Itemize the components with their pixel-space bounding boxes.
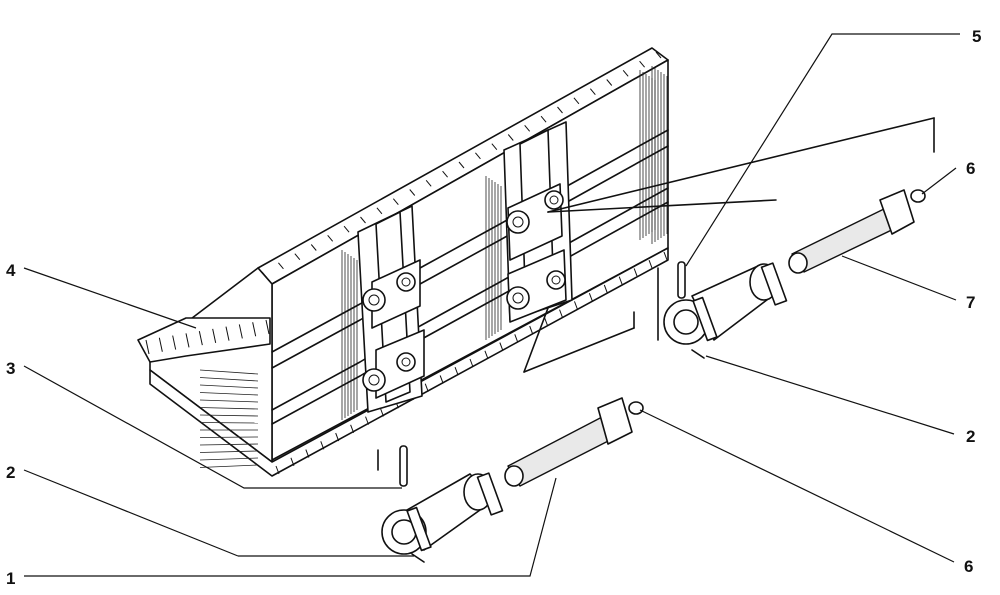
callout-6: 6 bbox=[966, 159, 975, 178]
callout-5: 5 bbox=[972, 27, 981, 46]
callout-2: 2 bbox=[6, 463, 15, 482]
cylinder-assembly-right bbox=[547, 117, 935, 359]
leader-lines bbox=[23, 33, 960, 577]
callout-labels: 5 6 4 7 3 2 2 1 6 bbox=[6, 27, 981, 588]
callout-3: 3 bbox=[6, 359, 15, 378]
callout-1: 1 bbox=[6, 569, 15, 588]
callout-7: 7 bbox=[966, 293, 975, 312]
pivot-bushings bbox=[362, 190, 566, 392]
cylinder-assembly-lower bbox=[377, 307, 644, 563]
callout-6: 6 bbox=[964, 557, 973, 576]
callout-4: 4 bbox=[6, 261, 16, 280]
callout-2: 2 bbox=[966, 427, 975, 446]
dozer-blade bbox=[137, 47, 669, 477]
